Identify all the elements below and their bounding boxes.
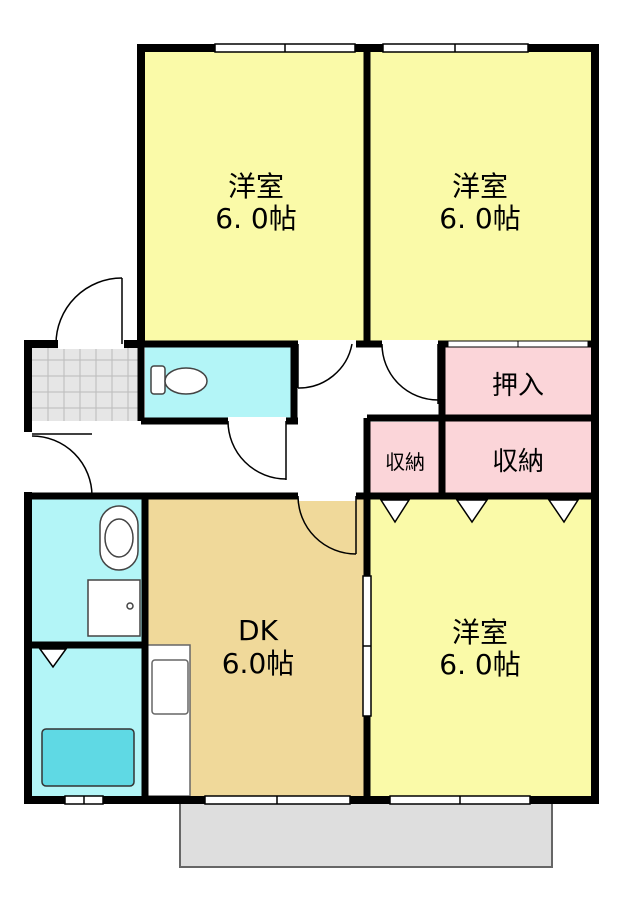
room-name: 洋室	[452, 616, 508, 649]
drain-icon	[126, 602, 134, 610]
label-bedroom-se: 洋室 6. 0帖	[439, 616, 520, 681]
closet-door-marks	[38, 499, 580, 669]
entrance-tile-grid	[32, 344, 140, 421]
door-openings	[24, 340, 438, 501]
toilet-fixture	[150, 365, 208, 395]
exterior-walls	[24, 44, 599, 804]
label-closet-small: 収納	[385, 450, 425, 474]
bedroom-nw	[145, 48, 367, 344]
label-bedroom-nw: 洋室 6. 0帖	[215, 170, 296, 235]
balcony	[179, 796, 553, 868]
sink-fixture	[151, 659, 189, 715]
door-swings	[31, 277, 439, 555]
room-size: 6. 0帖	[439, 202, 520, 235]
room-size: 6. 0帖	[439, 648, 520, 681]
room-size: 6. 0帖	[215, 202, 296, 235]
oshiire	[442, 344, 591, 422]
room-size: 6.0帖	[222, 647, 295, 680]
room-name: 洋室	[452, 170, 508, 203]
bedroom-se	[367, 496, 591, 796]
room-name: 洋室	[228, 170, 284, 203]
closet-small	[367, 422, 442, 496]
bedroom-ne	[367, 48, 591, 344]
washbasin-fixture	[99, 505, 139, 571]
label-dk: DK 6.0帖	[222, 614, 295, 680]
label-bedroom-ne: 洋室 6. 0帖	[439, 170, 520, 235]
label-closet-large: 収納	[492, 447, 544, 477]
label-oshiire: 押入	[492, 371, 544, 401]
bathtub	[41, 728, 135, 787]
windows	[64, 43, 589, 805]
closet-large	[442, 422, 591, 496]
room-name: DK	[238, 614, 279, 647]
